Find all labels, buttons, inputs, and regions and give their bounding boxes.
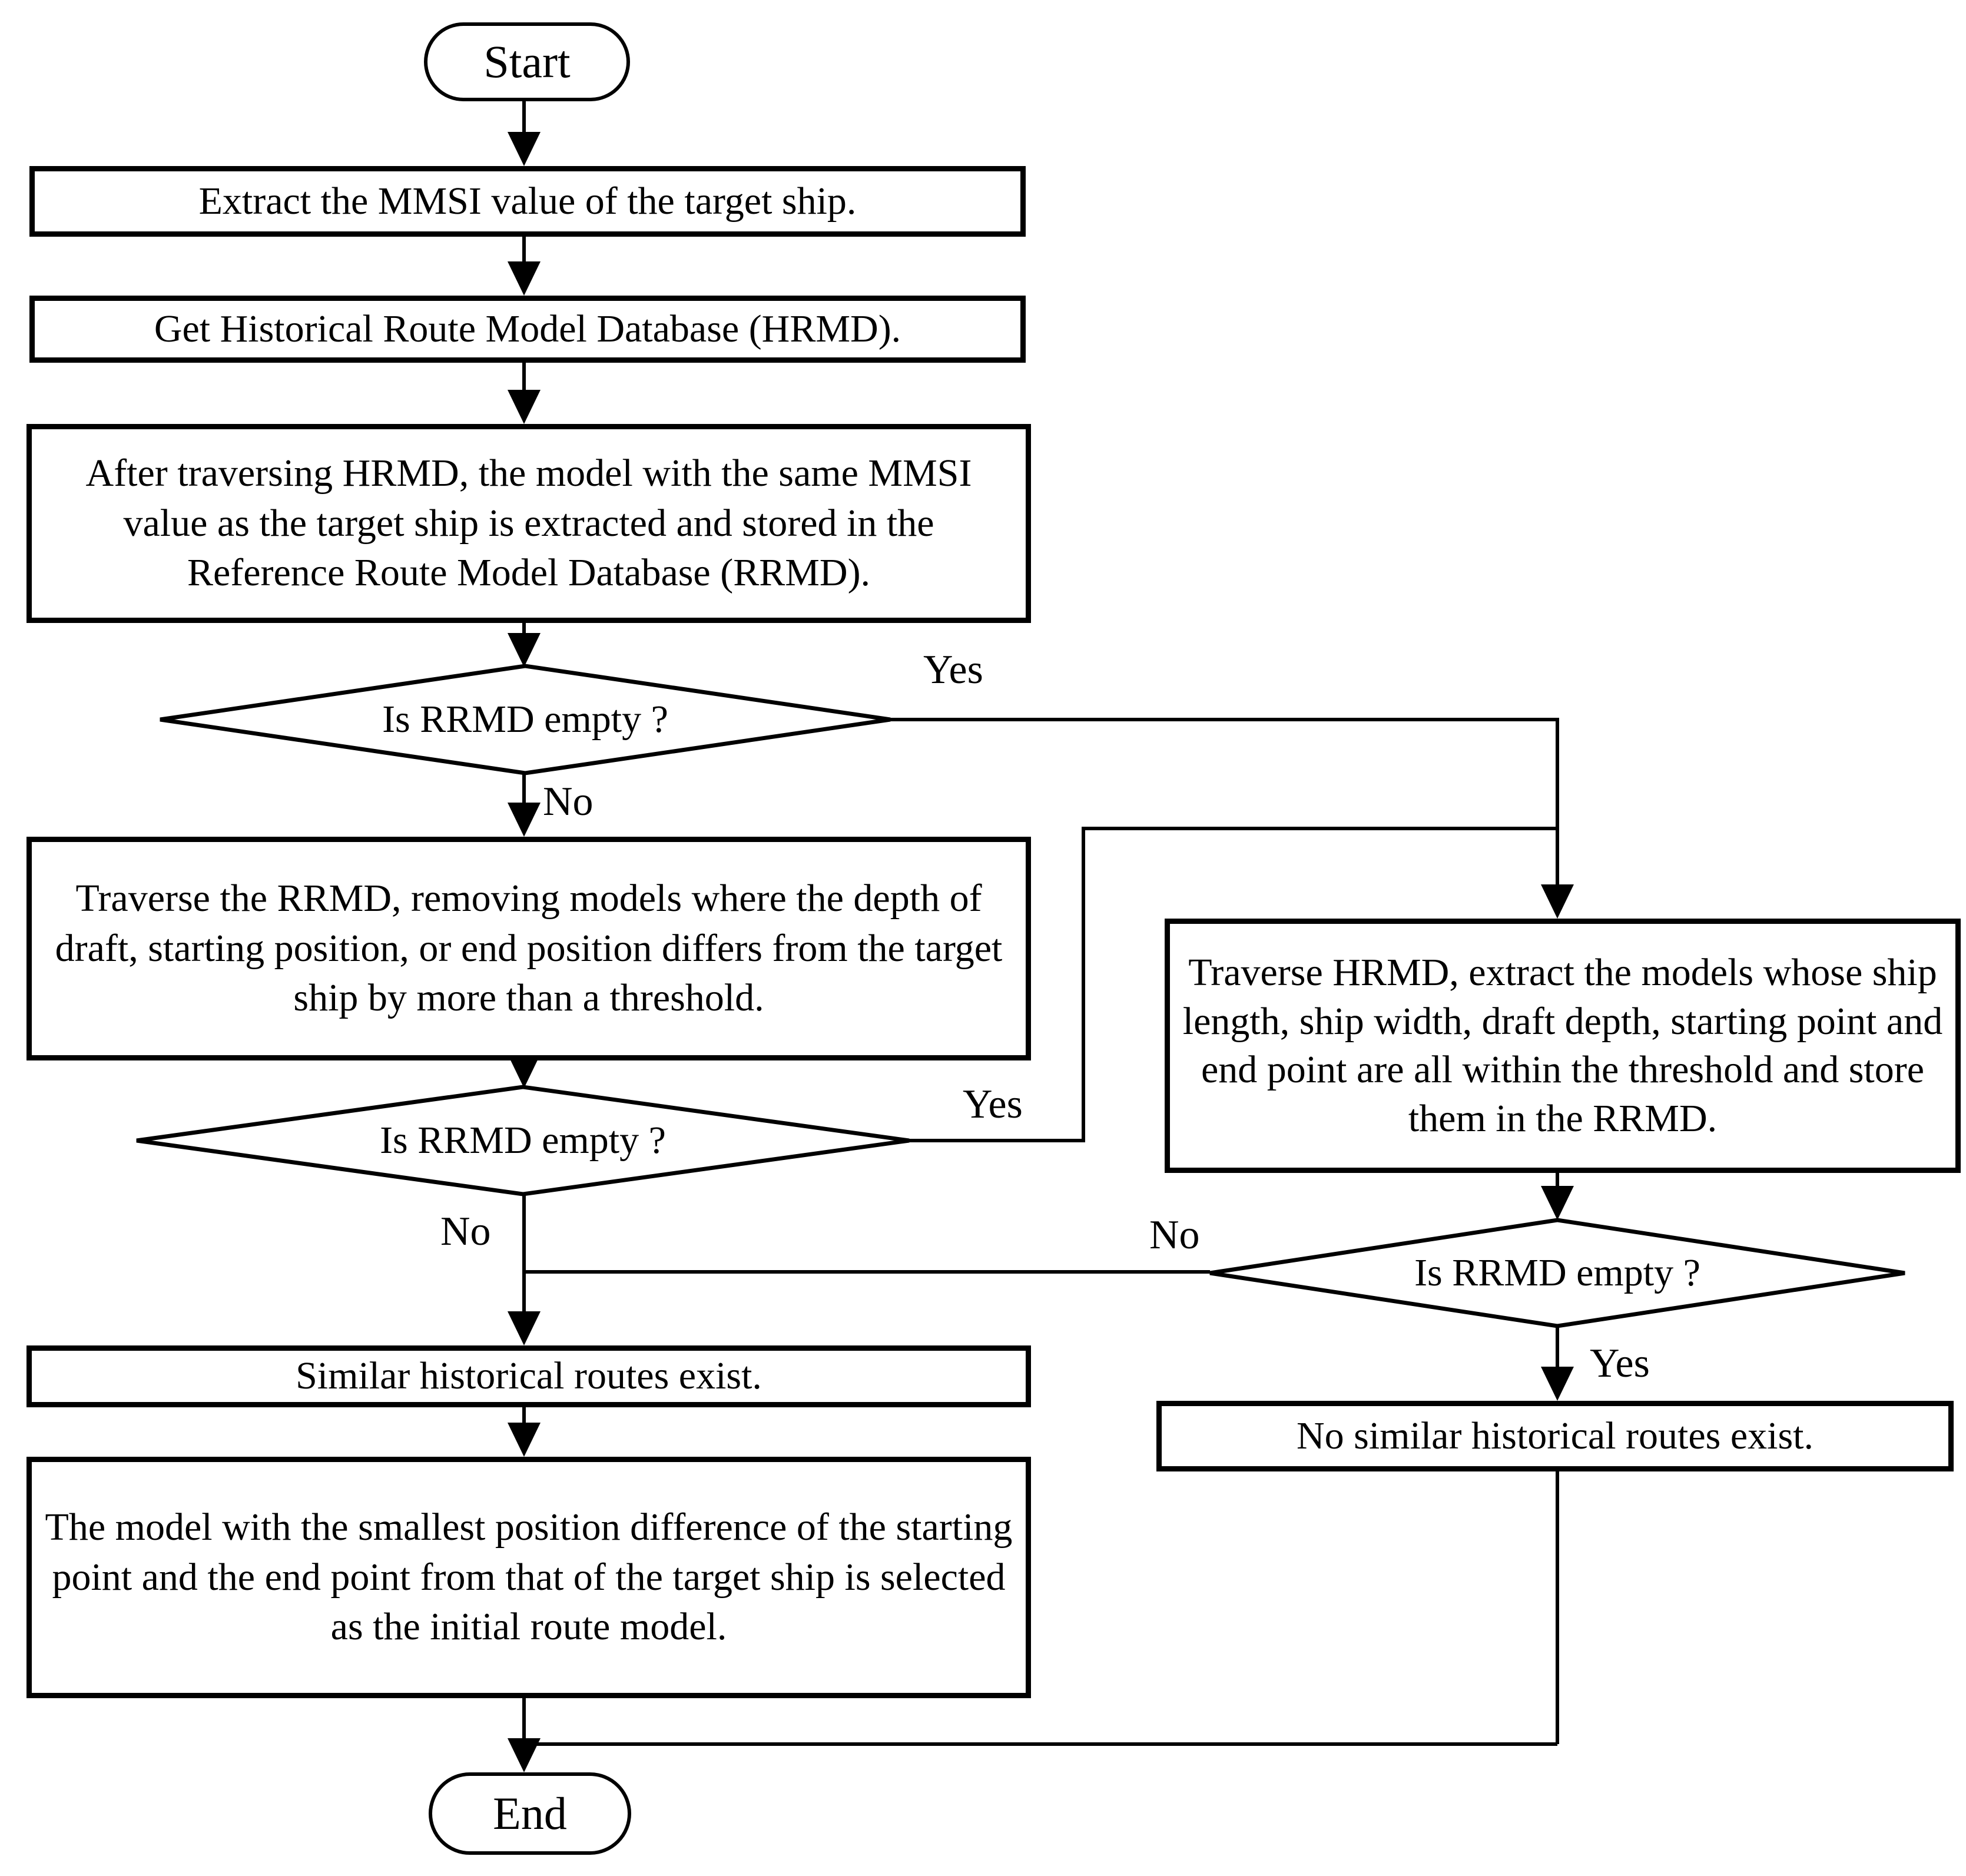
arrowhead bbox=[508, 1311, 541, 1345]
arrowhead bbox=[508, 1054, 541, 1088]
edge-decision1-yes bbox=[890, 718, 1559, 894]
process-traverse-hrmd: Traverse HRMD, extract the models whose … bbox=[1165, 919, 1961, 1173]
process-no-similar-label: No similar historical routes exist. bbox=[1296, 1414, 1814, 1457]
process-store-rrmd-label: After traversing HRMD, the model with th… bbox=[85, 452, 972, 595]
process-filter-rrmd-label: Traverse the RRMD, removing models where… bbox=[55, 877, 1003, 1020]
arrowhead bbox=[508, 803, 541, 837]
arrowhead bbox=[508, 1423, 541, 1457]
decision3-yes-label: Yes bbox=[1590, 1341, 1650, 1386]
decision1-label: Is RRMD empty ? bbox=[382, 698, 668, 741]
decision1-no-label: No bbox=[543, 779, 594, 824]
decision2-yes-label: Yes bbox=[963, 1082, 1023, 1127]
process-get-hrmd: Get Historical Route Model Database (HRM… bbox=[29, 296, 1026, 363]
start-node: Start bbox=[424, 22, 630, 101]
process-similar-exist-label: Similar historical routes exist. bbox=[296, 1354, 762, 1398]
process-store-rrmd: After traversing HRMD, the model with th… bbox=[26, 424, 1031, 623]
process-get-hrmd-label: Get Historical Route Model Database (HRM… bbox=[154, 307, 901, 350]
decision1-yes-label: Yes bbox=[923, 647, 983, 692]
arrowhead bbox=[508, 633, 541, 667]
decision2-no-label: No bbox=[440, 1209, 491, 1254]
process-filter-rrmd: Traverse the RRMD, removing models where… bbox=[26, 837, 1031, 1060]
arrowhead bbox=[1541, 884, 1574, 919]
arrowhead bbox=[1541, 1367, 1574, 1401]
process-select-initial-model-label: The model with the smallest position dif… bbox=[45, 1506, 1013, 1649]
decision3-diamond bbox=[1209, 1218, 1905, 1328]
decision2-diamond bbox=[136, 1085, 910, 1196]
process-no-similar: No similar historical routes exist. bbox=[1156, 1401, 1954, 1471]
arrowhead bbox=[508, 132, 541, 166]
arrowhead bbox=[508, 1738, 541, 1772]
end-node: End bbox=[429, 1772, 631, 1855]
decision3-no-label: No bbox=[1149, 1212, 1200, 1258]
decision2-label: Is RRMD empty ? bbox=[380, 1119, 666, 1162]
decision3-label: Is RRMD empty ? bbox=[1414, 1251, 1700, 1294]
arrowhead bbox=[1541, 1186, 1574, 1220]
edge-decision2-yes bbox=[909, 827, 1557, 1142]
process-traverse-hrmd-label: Traverse HRMD, extract the models whose … bbox=[1182, 951, 1943, 1140]
decision1-diamond bbox=[160, 664, 891, 775]
arrowhead bbox=[508, 390, 541, 424]
arrowhead bbox=[508, 261, 541, 296]
process-select-initial-model: The model with the smallest position dif… bbox=[26, 1457, 1031, 1698]
process-extract-mmsi: Extract the MMSI value of the target shi… bbox=[29, 166, 1026, 237]
end-label: End bbox=[493, 1788, 567, 1839]
start-label: Start bbox=[483, 36, 571, 87]
process-extract-mmsi-label: Extract the MMSI value of the target shi… bbox=[198, 179, 857, 223]
process-similar-exist: Similar historical routes exist. bbox=[26, 1345, 1031, 1407]
